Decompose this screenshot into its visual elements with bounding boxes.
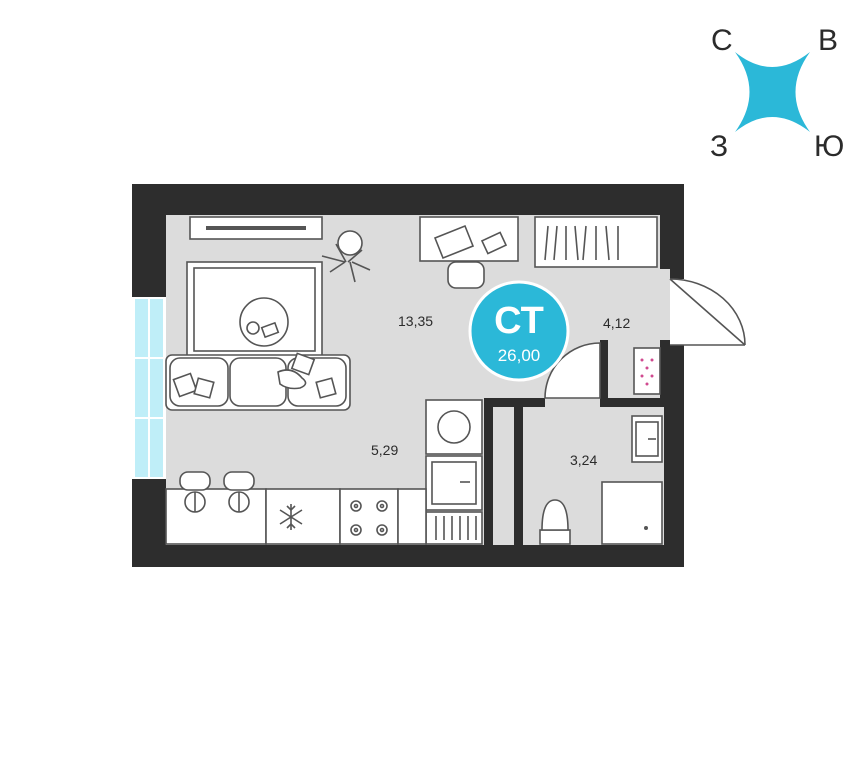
bed — [186, 261, 323, 358]
compass-south-label: Ю — [814, 130, 844, 163]
compass-north-label: С — [711, 24, 733, 57]
room-area-living: 13,35 — [398, 313, 433, 329]
dining-chairs — [179, 471, 255, 513]
compass: С В З Ю — [710, 24, 844, 163]
desk-chair — [447, 261, 485, 289]
compass-star-icon — [735, 52, 810, 132]
cooktop — [350, 500, 388, 536]
wardrobe — [534, 216, 658, 268]
sofa — [165, 352, 351, 411]
washing-machine — [425, 399, 483, 455]
desk — [419, 216, 519, 262]
cat-icon — [277, 369, 307, 390]
entrance-door — [669, 278, 746, 346]
compass-east-label: В — [818, 24, 838, 57]
apartment-total-area: 26,00 — [498, 346, 541, 365]
kitchen-sink — [425, 455, 483, 511]
shoe-cabinet — [633, 347, 661, 395]
snowflake-icon — [279, 504, 303, 530]
room-area-bathroom: 3,24 — [570, 452, 597, 468]
apartment-type: СТ — [494, 300, 544, 342]
window — [132, 297, 166, 479]
compass-west-label: З — [710, 130, 728, 163]
bathroom-sink — [631, 415, 663, 463]
plant-icon — [321, 230, 371, 283]
tv-unit — [189, 216, 323, 240]
room-area-kitchen: 5,29 — [371, 442, 398, 458]
dishwasher — [425, 511, 483, 545]
room-area-hall: 4,12 — [603, 315, 630, 331]
shower — [601, 481, 663, 545]
apartment-badge: СТ 26,00 — [468, 280, 570, 382]
bathroom-door — [544, 342, 601, 408]
toilet-icon — [539, 499, 571, 545]
kitchen-counter — [165, 488, 427, 545]
